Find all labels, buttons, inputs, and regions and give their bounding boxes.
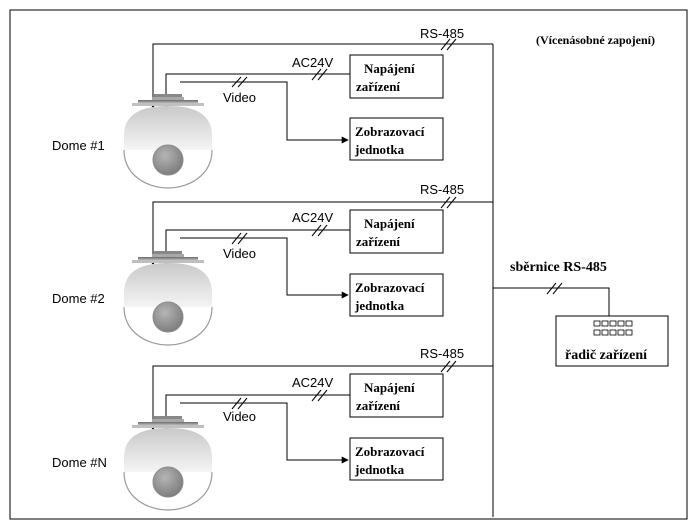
video-label-2: Video <box>223 246 256 261</box>
power-box-2-line1: Napájení <box>364 216 415 231</box>
controller-label: řadič zařízení <box>565 348 648 363</box>
power-box-1-line2: zařízení <box>356 79 400 94</box>
diagram-frame <box>9 9 688 520</box>
power-box-1-line1: Napájení <box>364 61 415 76</box>
display-box-n-line1: Zobrazovací <box>355 444 425 459</box>
keypad-icon <box>593 320 633 336</box>
ac-label-1: AC24V <box>292 55 334 70</box>
display-box-1-line1: Zobrazovací <box>355 124 425 139</box>
controller-box: řadič zařízení <box>555 315 669 367</box>
video-label-1: Video <box>223 90 256 105</box>
display-box-1-line2: jednotka <box>354 142 405 157</box>
dome-unit-n: RS-485 AC24V Napájení zařízení Video Zob… <box>52 346 493 511</box>
rs485-label-n: RS-485 <box>420 346 464 361</box>
power-box-n-line2: zařízení <box>356 398 400 413</box>
mode-label: (Vícenásobné zapojení) <box>536 33 655 47</box>
display-box-2-line2: jednotka <box>354 298 405 313</box>
display-box-2-line1: Zobrazovací <box>355 280 425 295</box>
dome-label-2: Dome #2 <box>52 291 105 306</box>
power-box-2-line2: zařízení <box>356 234 400 249</box>
bus-branch <box>493 282 610 316</box>
bus-label: sběrnice RS-485 <box>510 260 607 275</box>
display-box-2 <box>349 273 444 317</box>
dome-label-1: Dome #1 <box>52 138 105 153</box>
power-box-n <box>349 373 444 418</box>
dome-unit-1: RS-485 AC24V Napájení zařízení Video Zob… <box>52 26 493 189</box>
rs485-label-2: RS-485 <box>420 182 464 197</box>
power-box-2 <box>349 209 444 254</box>
dome-camera-icon-2 <box>123 250 213 346</box>
ac-label-n: AC24V <box>292 375 334 390</box>
ac-label-2: AC24V <box>292 210 334 225</box>
dome-unit-2: RS-485 AC24V Napájení zařízení Video Zob… <box>52 182 493 346</box>
dome-camera-icon-n <box>123 415 213 511</box>
display-box-n-line2: jednotka <box>354 462 405 477</box>
power-box-n-line1: Napájení <box>364 380 415 395</box>
power-box-1 <box>349 54 444 99</box>
display-box-1 <box>349 117 444 161</box>
dome-label-n: Dome #N <box>52 455 107 470</box>
dome-camera-icon-1 <box>123 93 213 189</box>
rs485-label-1: RS-485 <box>420 26 464 41</box>
display-box-n <box>349 437 444 481</box>
video-label-n: Video <box>223 409 256 424</box>
